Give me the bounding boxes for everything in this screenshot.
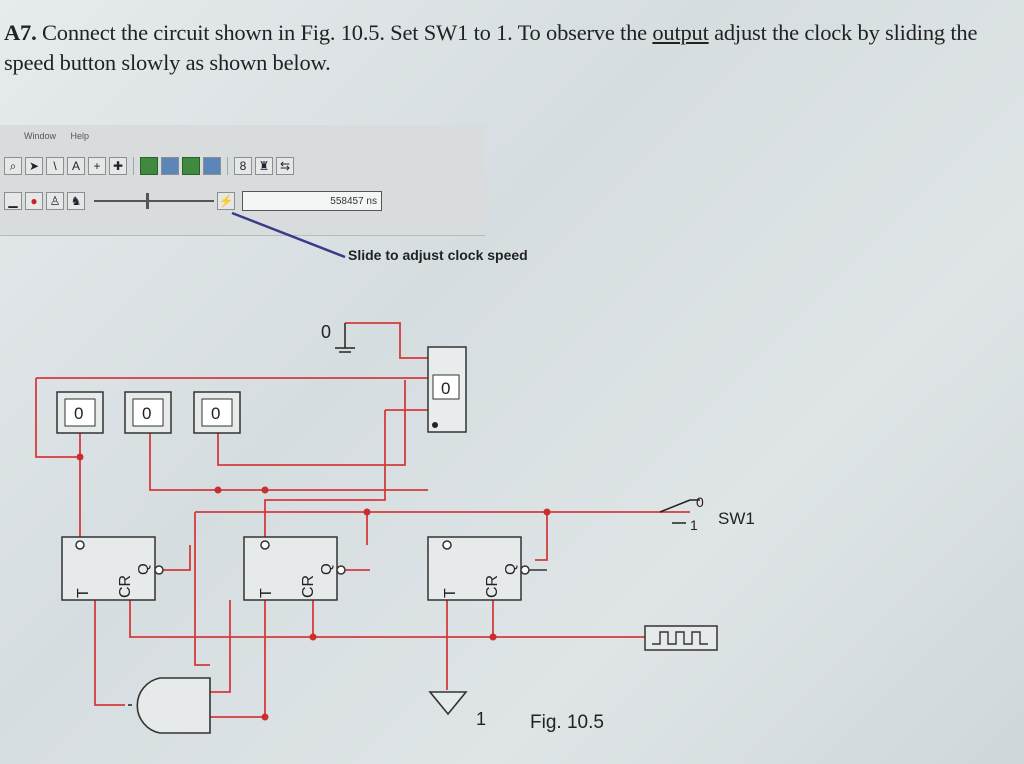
component-icon[interactable]: [203, 157, 221, 175]
slider-track: [94, 200, 214, 202]
ff3-t-label: T: [442, 588, 459, 598]
menu-help[interactable]: Help: [70, 131, 90, 141]
ground-symbol-top: [335, 323, 355, 353]
wires: [35, 322, 690, 718]
ff2-q-label: Q: [318, 563, 335, 575]
flipflop-display: [432, 374, 460, 400]
led-2-value: 0: [211, 404, 220, 423]
clock-waveform-icon: [652, 631, 708, 645]
probe-icon[interactable]: 8: [234, 157, 252, 175]
flipflop-2: [243, 536, 346, 601]
sw1-state-0: 0: [696, 494, 704, 510]
slider-callout: Slide to adjust clock speed: [348, 247, 528, 263]
ff1-q-label: Q: [135, 563, 152, 575]
text-icon[interactable]: A: [67, 157, 85, 175]
zoom-icon[interactable]: ⌕: [4, 157, 22, 175]
sw1-switch: [659, 499, 700, 524]
run-icon[interactable]: ♙: [46, 192, 64, 210]
toolbar-row-1: ⌕ ➤ \ A + ✚ 8 ♜ ⇆: [4, 155, 294, 177]
toolbar-separator: [227, 157, 228, 175]
menu-window[interactable]: Window: [24, 131, 57, 141]
flipflop-3: [427, 536, 530, 601]
simulation-time-field: 558457 ns: [242, 191, 382, 211]
question-number: A7.: [4, 20, 37, 45]
figure-caption: Fig. 10.5: [530, 712, 604, 733]
clock-speed-slider[interactable]: [94, 192, 214, 210]
sw1-label: SW1: [718, 509, 755, 528]
toolbar-row-2: ▁ ● ♙ ♞ ⚡ 558457 ns: [4, 190, 382, 212]
led-1: 0: [124, 391, 172, 434]
menu-bar: Window Help: [24, 131, 101, 141]
add-junction-icon[interactable]: ✚: [109, 157, 127, 175]
ff2-t-label: T: [258, 588, 275, 598]
flipflop-pin-dot: [432, 422, 438, 428]
instruction-emphasis: output: [652, 20, 709, 45]
add-node-icon[interactable]: +: [88, 157, 106, 175]
slider-thumb[interactable]: [146, 193, 149, 209]
callout-arrow: [231, 211, 346, 259]
led-0-value: 0: [74, 404, 83, 423]
pointer-icon[interactable]: ➤: [25, 157, 43, 175]
ff1-t-label: T: [75, 588, 92, 598]
ff1-cr-label: CR: [117, 575, 134, 598]
output-marker: 1: [476, 709, 486, 729]
ff3-cr-label: CR: [484, 575, 501, 598]
ff3-q-label: Q: [502, 563, 519, 575]
instruction-text: A7. Connect the circuit shown in Fig. 10…: [4, 18, 1022, 78]
flipflop-value: 0: [441, 379, 450, 398]
component-icon[interactable]: [161, 157, 179, 175]
run-fast-icon[interactable]: ♞: [67, 192, 85, 210]
led-2: 0: [193, 391, 241, 434]
output-ground-symbol: [428, 691, 468, 716]
clock-source: [644, 625, 718, 651]
sw1-state-1: 1: [690, 517, 698, 533]
step-icon[interactable]: ▁: [4, 192, 22, 210]
wire-icon[interactable]: \: [46, 157, 64, 175]
led-1-value: 0: [142, 404, 151, 423]
junction-dots: [76, 453, 551, 721]
toolbar-separator: [133, 157, 134, 175]
component-icon[interactable]: [140, 157, 158, 175]
instruction-part-1: Connect the circuit shown in Fig. 10.5. …: [36, 20, 653, 45]
led-0: 0: [56, 391, 104, 434]
flow-icon[interactable]: ⇆: [276, 157, 294, 175]
toolbar-screenshot: Window Help ⌕ ➤ \ A + ✚ 8 ♜ ⇆ ▁ ● ♙ ♞ ⚡ …: [0, 125, 485, 236]
stop-icon[interactable]: ●: [25, 192, 43, 210]
instruction-part-2: adjust the clock by sliding the speed bu…: [4, 20, 978, 75]
ground-value: 0: [321, 322, 331, 342]
flipflop-1: [61, 536, 164, 601]
clock-icon[interactable]: ⚡: [217, 192, 235, 210]
binoculars-icon[interactable]: ♜: [255, 157, 273, 175]
ff2-cr-label: CR: [300, 575, 317, 598]
and-gate: [128, 677, 211, 734]
component-icon[interactable]: [182, 157, 200, 175]
